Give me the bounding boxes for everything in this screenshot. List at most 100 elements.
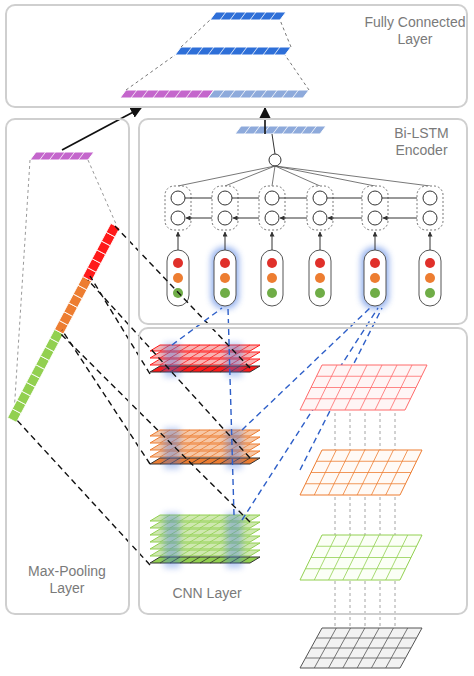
- highlight-glow: [164, 428, 180, 469]
- input-grid: [300, 535, 422, 580]
- lstm-link: [275, 166, 430, 186]
- feature-dot: [220, 258, 230, 268]
- lstm-unit: [171, 191, 185, 205]
- encoded-vector: [235, 126, 326, 134]
- lstm-link: [272, 134, 275, 154]
- feature-dot: [267, 258, 277, 268]
- blue-link: [228, 308, 234, 515]
- lstm-link: [225, 166, 275, 186]
- feature-dot: [370, 273, 380, 283]
- feature-dot: [425, 258, 435, 268]
- dashed-link: [15, 418, 150, 565]
- dashed-link: [115, 226, 250, 368]
- guide-line: [365, 395, 366, 640]
- input-link: [272, 232, 273, 250]
- dashed-link: [62, 330, 150, 464]
- feature-dot: [173, 273, 183, 283]
- feature-dot: [220, 288, 230, 298]
- lstm-unit: [313, 211, 327, 225]
- input-link: [375, 232, 376, 250]
- feature-dot: [315, 273, 325, 283]
- highlight-glow: [226, 343, 242, 377]
- hidden-vector: [175, 47, 291, 55]
- input-link: [178, 232, 179, 250]
- input-token: [419, 250, 441, 306]
- feature-dot: [220, 273, 230, 283]
- lstm-unit: [218, 191, 232, 205]
- lstm-unit: [218, 211, 232, 225]
- layer-label: Max-Pooling Layer: [17, 563, 117, 597]
- lstm-cell: [362, 186, 388, 230]
- lstm-unit: [423, 191, 437, 205]
- forward-link: [327, 198, 367, 199]
- feature-dot: [425, 273, 435, 283]
- layer-panel: Fully Connected Layer: [5, 4, 468, 108]
- guide-line: [380, 395, 381, 640]
- highlight-glow: [226, 513, 242, 568]
- lstm-link: [178, 166, 275, 186]
- pooled-vector: [120, 90, 214, 98]
- lstm-unit: [171, 211, 185, 225]
- guide-line: [395, 395, 396, 640]
- guide-line: [350, 395, 351, 640]
- lstm-unit: [368, 211, 382, 225]
- dashed-link: [88, 280, 250, 458]
- highlight-glow: [164, 513, 180, 568]
- forward-link: [382, 198, 422, 199]
- lstm-cell: [307, 186, 333, 230]
- lstm-unit: [265, 191, 279, 205]
- input-grid: [300, 365, 427, 410]
- layer-panel: CNN Layer: [138, 327, 468, 615]
- lstm-link: [272, 166, 275, 186]
- feature-dot: [315, 288, 325, 298]
- dashed-link: [60, 333, 250, 522]
- flow-arrow: [122, 108, 141, 118]
- layer-panel: Max-Pooling Layer: [5, 118, 130, 615]
- feature-dot: [370, 258, 380, 268]
- layer-label: Bi-LSTM Encoder: [384, 125, 459, 159]
- dashed-link: [126, 55, 175, 90]
- lstm-cell: [259, 186, 285, 230]
- highlight-glow: [164, 343, 180, 377]
- input-grid: [300, 628, 422, 668]
- arrow-shaft: [62, 118, 122, 150]
- feature-dot: [315, 258, 325, 268]
- lstm-link: [275, 166, 375, 186]
- output-vector: [210, 12, 286, 20]
- flow-arrow: [264, 108, 266, 118]
- input-token: [364, 250, 386, 306]
- dashed-link: [181, 20, 210, 47]
- lstm-unit: [368, 191, 382, 205]
- input-link: [320, 232, 321, 250]
- input-link: [430, 232, 431, 250]
- layer-label: CNN Layer: [162, 585, 252, 602]
- highlight-glow: [361, 247, 389, 309]
- input-grid: [300, 450, 422, 495]
- pooled-vector: [30, 152, 94, 160]
- feature-dot: [267, 273, 277, 283]
- dashed-link: [88, 160, 116, 224]
- lstm-cell: [165, 186, 191, 230]
- feature-dot: [173, 258, 183, 268]
- input-token: [167, 250, 189, 306]
- blue-link: [172, 308, 222, 345]
- lstm-unit: [423, 211, 437, 225]
- guide-line: [335, 395, 336, 640]
- lstm-cell: [417, 186, 443, 230]
- feature-dot: [425, 288, 435, 298]
- lstm-unit: [313, 191, 327, 205]
- highlight-glow: [211, 247, 239, 309]
- encoded-vector: [208, 90, 309, 98]
- lstm-cell: [212, 186, 238, 230]
- dashed-link: [285, 55, 309, 90]
- lstm-unit: [265, 211, 279, 225]
- input-token: [309, 250, 331, 306]
- arrow-shaft: [264, 118, 266, 134]
- layer-label: Fully Connected Layer: [360, 14, 470, 48]
- input-link: [225, 232, 226, 250]
- feature-dot: [267, 288, 277, 298]
- merge-node: [269, 154, 281, 166]
- input-token: [261, 250, 283, 306]
